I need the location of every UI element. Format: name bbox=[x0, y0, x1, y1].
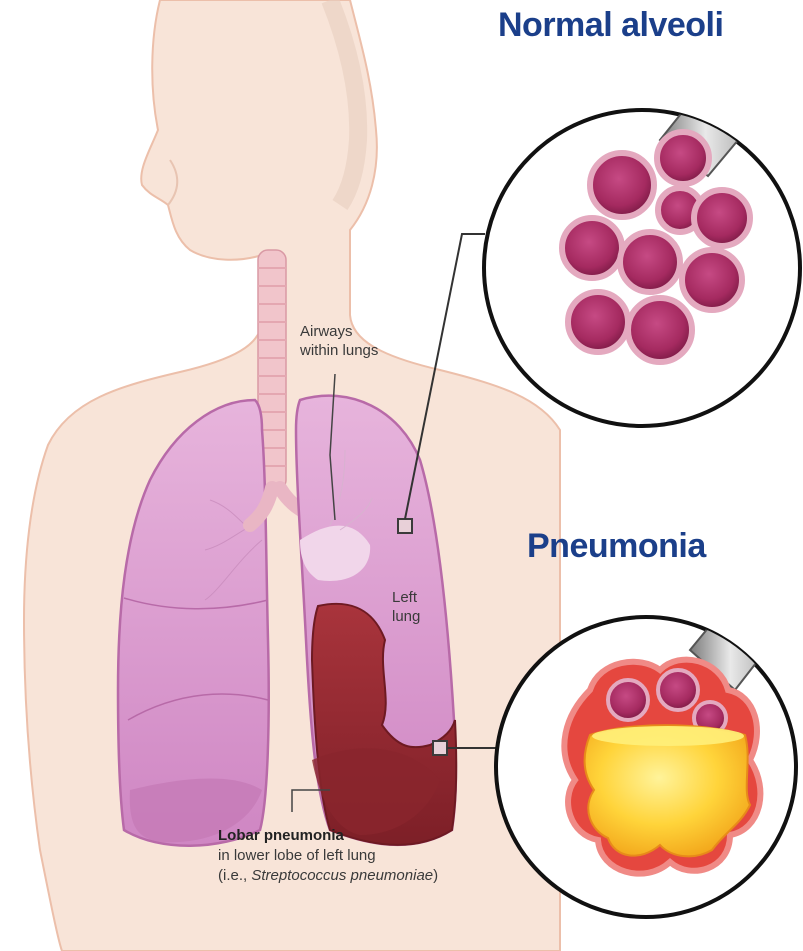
left-lung-label-line1: Left bbox=[392, 588, 420, 607]
lobar-pneumonia-label: Lobar pneumonia in lower lobe of left lu… bbox=[218, 826, 438, 886]
airways-label: Airways within lungs bbox=[300, 322, 378, 360]
left-lung-label-line2: lung bbox=[392, 607, 420, 626]
airways-label-line2: within lungs bbox=[300, 341, 378, 360]
airways-label-line1: Airways bbox=[300, 322, 378, 341]
lobar-organism: Streptococcus pneumoniae bbox=[251, 867, 433, 884]
lobar-line3-suffix: ) bbox=[433, 867, 438, 884]
lobar-title: Lobar pneumonia bbox=[218, 826, 438, 846]
normal-alveoli-inset bbox=[484, 40, 800, 426]
left-lung-label: Left lung bbox=[392, 588, 420, 626]
lobar-line3-prefix: (i.e., bbox=[218, 867, 251, 884]
normal-alveoli-heading: Normal alveoli bbox=[498, 6, 723, 45]
marker-lower bbox=[433, 741, 447, 755]
pneumonia-heading: Pneumonia bbox=[527, 527, 706, 566]
lobar-line3: (i.e., Streptococcus pneumoniae) bbox=[218, 866, 438, 886]
marker-upper bbox=[398, 519, 412, 533]
lobar-line2: in lower lobe of left lung bbox=[218, 846, 438, 866]
